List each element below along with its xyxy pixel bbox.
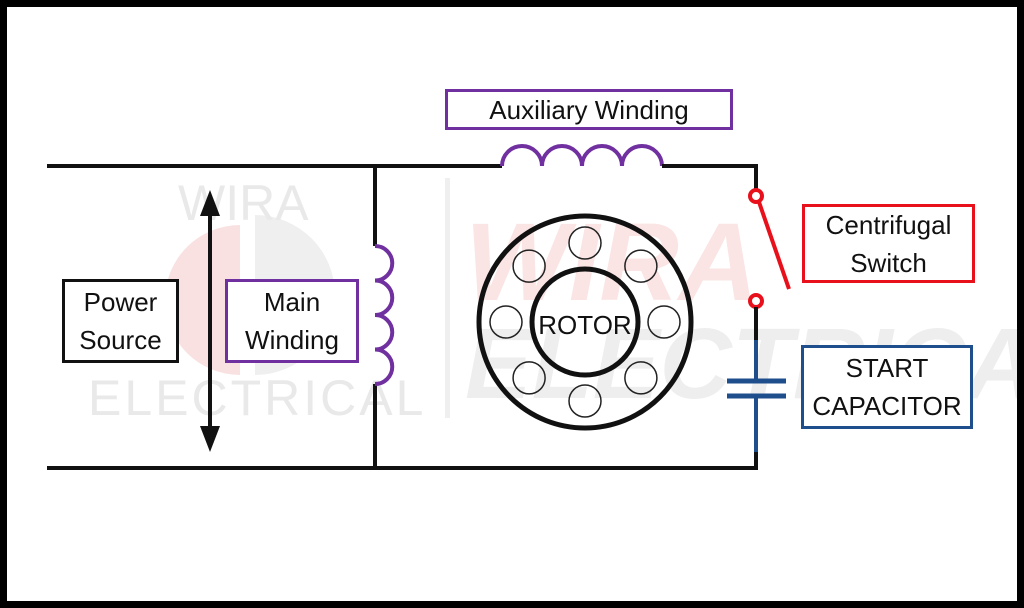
auxiliary-winding-coil (500, 144, 664, 167)
stator-slot (568, 226, 602, 260)
watermark-electrical-left: ELECTRICAL (88, 370, 426, 426)
stator-outer-ring (476, 213, 694, 431)
power-source-line-2: Source (79, 325, 162, 355)
start-capacitor-label: START CAPACITOR (801, 345, 973, 429)
voltage-arrow-head-down (200, 426, 220, 452)
stator-slot (647, 305, 681, 339)
power-source-label: Power Source (62, 279, 179, 363)
rotor-symbol (476, 213, 694, 431)
stator-slot (512, 249, 546, 283)
stator-slot (568, 384, 602, 418)
stator-slot (624, 249, 658, 283)
voltage-arrow-head-up (200, 190, 220, 216)
stator-slot (512, 361, 546, 395)
stator-slot (489, 305, 523, 339)
start-capacitor-line-2: CAPACITOR (812, 391, 962, 421)
centrifugal-switch-label: Centrifugal Switch (802, 204, 975, 283)
watermark-divider (445, 178, 450, 418)
centrifugal-switch-line-1: Centrifugal (825, 209, 952, 240)
centrifugal-switch-line-2: Switch (850, 247, 927, 278)
main-winding-coil (374, 244, 395, 386)
stator-slot (624, 361, 658, 395)
watermark-logo-red (165, 225, 240, 375)
switch-contact-bottom (748, 293, 764, 309)
start-capacitor-line-1: START (845, 353, 929, 383)
auxiliary-winding-text: Auxiliary Winding (489, 94, 689, 125)
rotor-label: ROTOR (538, 310, 632, 340)
main-winding-line-1: Main (263, 287, 321, 317)
power-source-line-1: Power (83, 287, 158, 317)
stator-slots (489, 226, 681, 418)
switch-blade (757, 201, 791, 290)
switch-contact-top (748, 188, 764, 204)
auxiliary-winding-label: Auxiliary Winding (445, 89, 733, 130)
rotor-inner-ring (529, 266, 641, 378)
centrifugal-switch-symbol (748, 188, 791, 309)
watermark-wira-left: WIRA (178, 175, 309, 231)
main-winding-line-2: Winding (245, 325, 339, 355)
main-winding-label: Main Winding (225, 279, 359, 363)
